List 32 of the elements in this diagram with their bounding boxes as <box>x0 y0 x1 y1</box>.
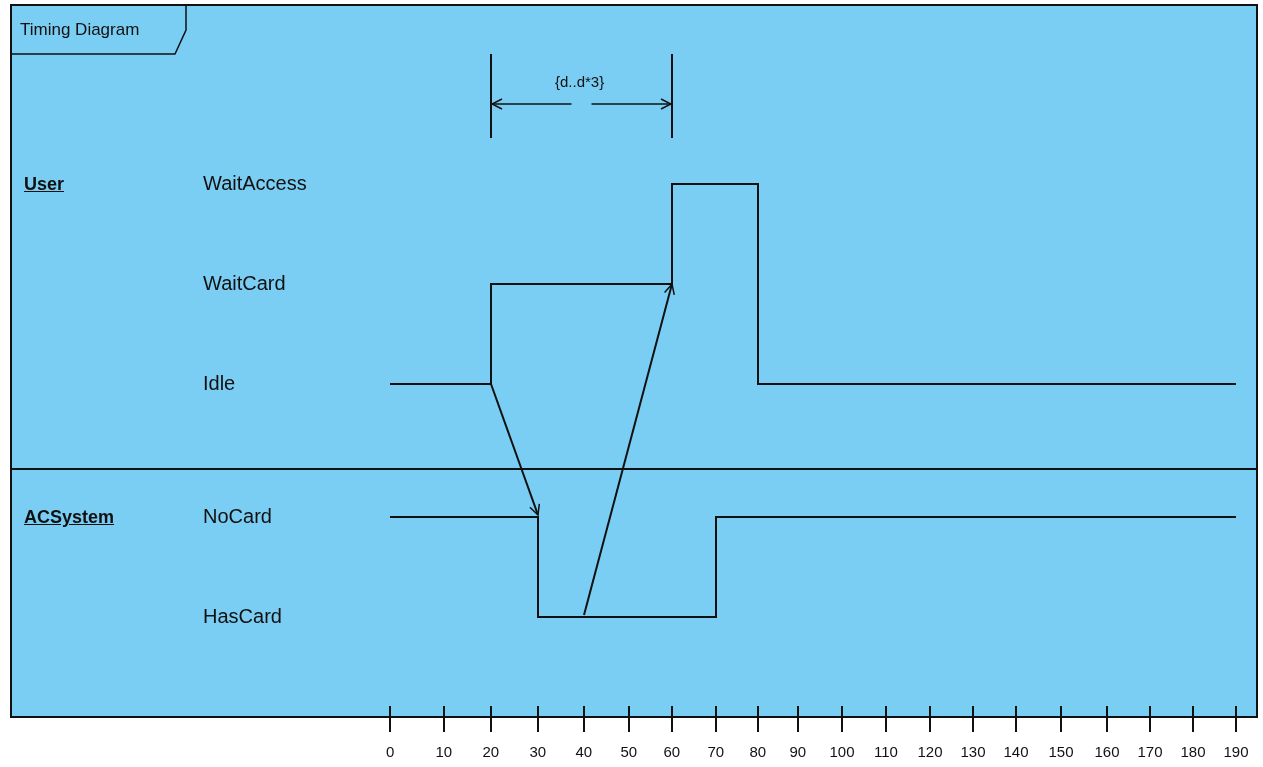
state-label: NoCard <box>203 505 272 528</box>
message-arrow <box>490 383 541 516</box>
state-label: HasCard <box>203 605 282 628</box>
lifeline-name: User <box>24 174 65 195</box>
tick-label: 20 <box>482 743 500 760</box>
tick-label: 190 <box>1223 743 1249 760</box>
tick-label: 160 <box>1094 743 1120 760</box>
state-label: WaitCard <box>203 272 286 295</box>
tick-label: 140 <box>1003 743 1029 760</box>
message-arrow <box>583 283 675 616</box>
tick-label: 40 <box>575 743 593 760</box>
state-label: Idle <box>203 372 236 395</box>
tick-label: 100 <box>829 743 855 760</box>
tick-label: 80 <box>749 743 767 760</box>
tick-label: 50 <box>620 743 638 760</box>
tick-label: 30 <box>529 743 547 760</box>
lifeline-name: ACSystem <box>24 507 115 528</box>
tick-label: 180 <box>1180 743 1206 760</box>
tick-label: 60 <box>663 743 681 760</box>
tick-label: 10 <box>435 743 453 760</box>
tick-label: 90 <box>789 743 807 760</box>
tick-label: 150 <box>1048 743 1074 760</box>
duration-constraint: {d..d*3} <box>555 73 605 90</box>
tick-label: 0 <box>386 743 395 760</box>
tick-label: 70 <box>707 743 725 760</box>
tick-label: 130 <box>960 743 986 760</box>
frame-box <box>10 4 1258 718</box>
tick-label: 170 <box>1137 743 1163 760</box>
frame-title: Timing Diagram <box>20 20 140 40</box>
tick-label: 110 <box>874 743 898 760</box>
state-label: WaitAccess <box>203 172 307 195</box>
tick-label: 120 <box>917 743 943 760</box>
